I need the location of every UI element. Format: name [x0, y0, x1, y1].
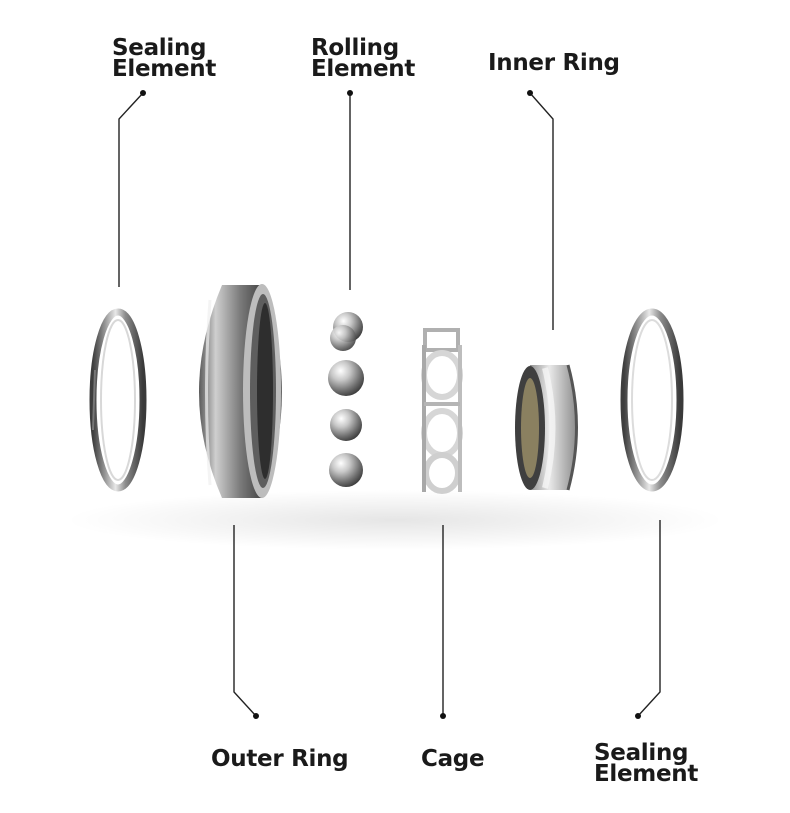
label-line: Sealing — [594, 740, 689, 766]
label-line: Rolling — [311, 35, 399, 61]
label-sealing-element-bottom: Sealing Element — [594, 740, 699, 787]
label-line: Element — [112, 56, 217, 82]
label-sealing-element-top: Sealing Element — [112, 35, 217, 82]
leader-lines — [118, 92, 661, 717]
label-cage: Cage — [421, 746, 485, 772]
label-outer-ring: Outer Ring — [211, 746, 349, 772]
label-line: Element — [311, 56, 416, 82]
ball-2 — [330, 325, 356, 351]
leader-dots — [140, 90, 641, 719]
sealing-element-left — [89, 308, 147, 492]
label-inner-ring: Inner Ring — [488, 50, 620, 76]
ball-3 — [328, 360, 364, 396]
label-line: Element — [594, 761, 699, 787]
leader-sealing-top — [118, 92, 144, 287]
sealing-element-right — [620, 308, 684, 492]
outer-ring — [199, 284, 282, 498]
cage — [421, 328, 463, 494]
leader-inner-ring — [529, 92, 554, 330]
inner-ring — [515, 364, 578, 491]
label-line: Sealing — [112, 35, 207, 61]
rolling-elements — [328, 312, 364, 487]
ball-5 — [329, 453, 363, 487]
label-rolling-element: Rolling Element — [311, 35, 416, 82]
leader-sealing-bottom — [637, 520, 661, 717]
leader-outer-ring — [233, 525, 257, 717]
ball-4 — [330, 409, 362, 441]
floor-shadow — [65, 490, 725, 550]
